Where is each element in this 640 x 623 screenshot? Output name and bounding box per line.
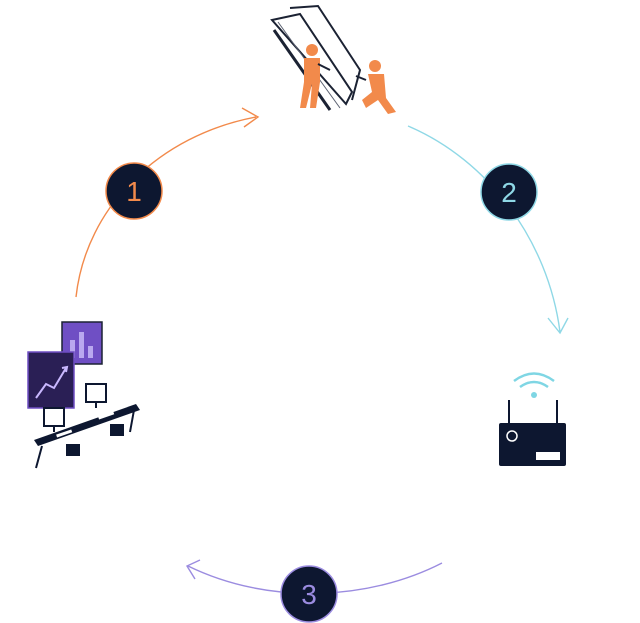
step-badge-3: 3 <box>280 565 338 623</box>
arrowhead-cyan <box>547 317 569 335</box>
step-badge-2: 2 <box>480 163 538 221</box>
step-badge-1: 1 <box>105 162 163 220</box>
step-number-3: 3 <box>301 579 317 610</box>
arc-orange <box>75 116 257 298</box>
arrowhead-purple <box>185 559 201 580</box>
step-number-2: 2 <box>501 177 517 208</box>
router-wifi-icon <box>499 372 566 466</box>
arrowhead-orange <box>241 107 260 128</box>
arc-cyan <box>407 125 561 333</box>
dashboard-workstation-icon <box>27 321 140 469</box>
step-number-1: 1 <box>126 176 142 207</box>
escalator-technicians-icon <box>270 4 396 114</box>
